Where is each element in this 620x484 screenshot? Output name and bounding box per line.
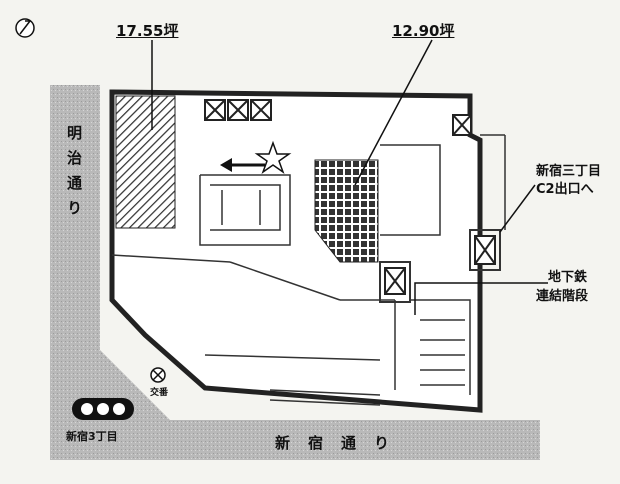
subway-stair-label-line1: 地下鉄 [548, 270, 588, 285]
police-box-label: 交番 [150, 388, 169, 398]
interior-walls [111, 134, 506, 406]
area-17-55-hatched [115, 95, 176, 229]
left-arrow-icon [220, 158, 265, 172]
service-rooms [204, 99, 496, 295]
meiji-dori-road [50, 85, 540, 460]
meiji-dori-label: 明治通り [65, 125, 83, 225]
station-label: 新宿3丁目 [66, 430, 118, 443]
building-outline [109, 89, 483, 413]
star-icon [254, 140, 292, 174]
exit-c2-label-line2: C2出口へ [536, 182, 594, 197]
leader-lines [151, 39, 548, 315]
exit-c2-label-line1: 新宿三丁目 [536, 164, 602, 179]
north-arrow-icon [15, 18, 35, 38]
station-symbol-icon [72, 398, 134, 420]
area-label-12-90: 12.90坪 [392, 22, 455, 40]
police-box-symbol-icon [150, 367, 166, 383]
area-label-17-55: 17.55坪 [116, 22, 179, 40]
shinjuku-dori-label: 新宿通り [275, 434, 408, 452]
subway-stair-label-line2: 連結階段 [536, 289, 589, 304]
